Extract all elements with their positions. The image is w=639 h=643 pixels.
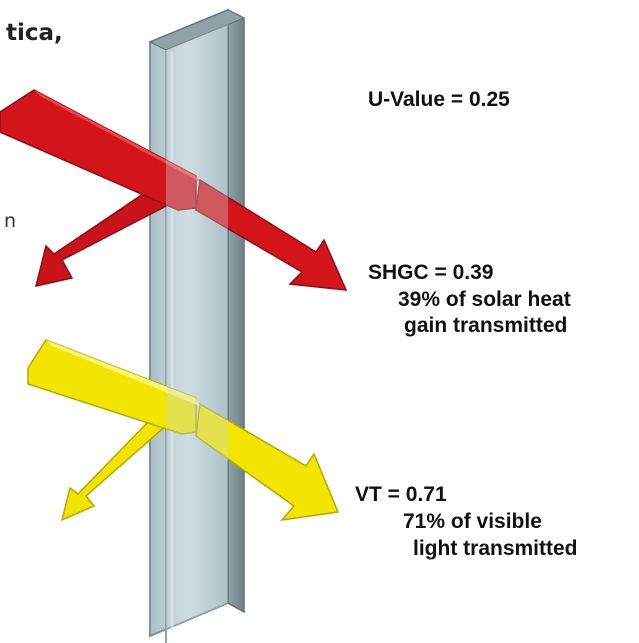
solar-reflected-arrow [34,189,174,287]
cropped-text-fragment: n [4,210,17,232]
solar-transmitted-arrow [195,178,348,291]
glass-pane-side [227,8,245,614]
shgc-description-line1: 39% of solar heat [398,288,571,311]
visible-light-arrows [27,339,340,522]
solar-heat-arrows [0,89,348,291]
shgc-label: SHGC = 0.39 [368,261,494,284]
visible-reflected-arrow [60,419,170,522]
vt-label: VT = 0.71 [355,483,447,506]
vt-description-line2: light transmitted [413,537,578,560]
vt-description-line1: 71% of visible [403,510,542,533]
visible-transmitted-arrow [195,402,340,522]
shgc-description-line2: gain transmitted [404,314,568,337]
glass-pane-top-edge [148,9,246,51]
cropped-heading-fragment: tica, [6,20,63,46]
u-value-label: U-Value = 0.25 [368,88,510,111]
